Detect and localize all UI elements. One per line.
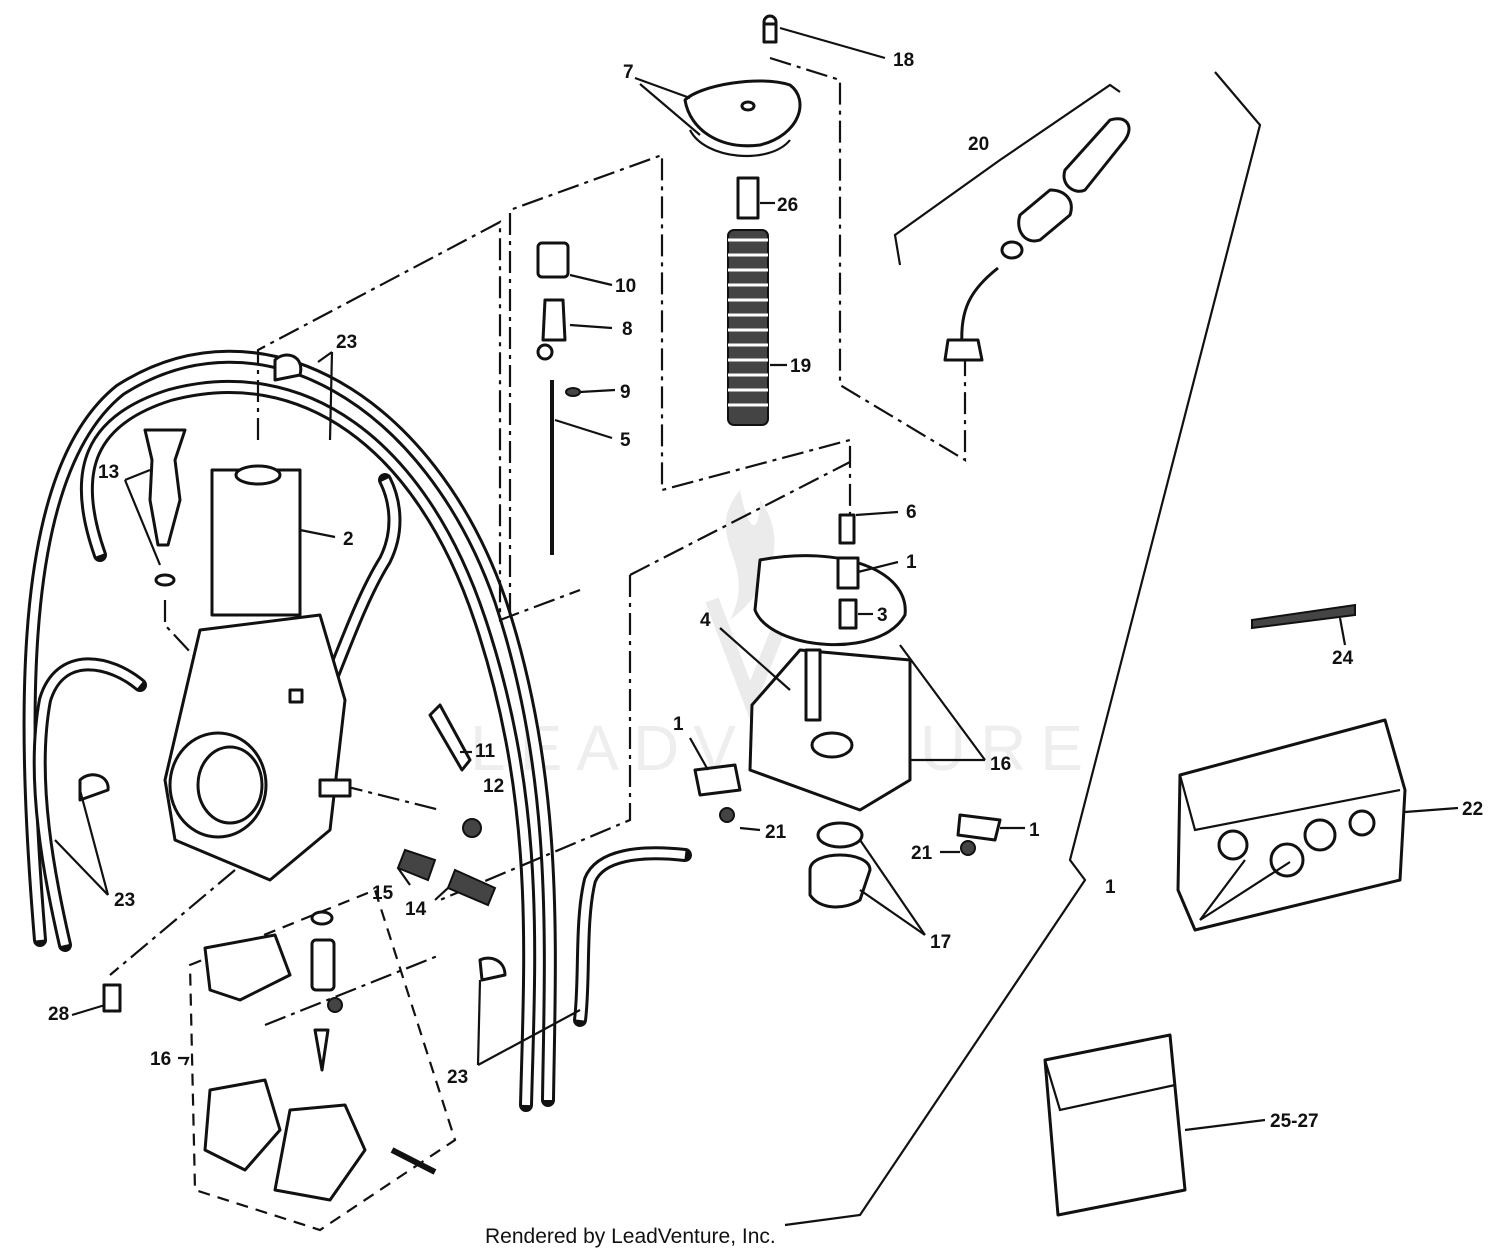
callout-24: 24 xyxy=(1332,648,1354,669)
instruction-packet-22 xyxy=(1176,718,1407,932)
callout-labels: 18 7 20 26 10 8 19 9 5 23 13 2 6 1 3 4 2… xyxy=(48,50,1483,1132)
callout-19: 19 xyxy=(790,356,811,377)
choke-plunger xyxy=(143,428,187,587)
callout-23-bottom: 23 xyxy=(447,1067,468,1088)
callout-11: 11 xyxy=(475,741,496,762)
callout-8: 8 xyxy=(622,319,633,340)
callout-1-main: 1 xyxy=(1105,877,1116,898)
callout-4: 4 xyxy=(700,610,711,631)
callout-10: 10 xyxy=(615,276,636,297)
callout-13: 13 xyxy=(98,462,119,483)
small-parts xyxy=(78,353,507,1013)
throttle-spring xyxy=(727,229,769,426)
callout-9: 9 xyxy=(620,382,631,403)
callout-1-a: 1 xyxy=(906,552,917,573)
callout-1-b: 1 xyxy=(673,714,684,735)
callout-23-left: 23 xyxy=(114,890,135,911)
throttle-cable xyxy=(893,83,1131,362)
callout-21-a: 21 xyxy=(765,822,787,843)
float-assembly xyxy=(203,910,437,1202)
callout-14: 14 xyxy=(405,899,427,920)
callout-21-b: 21 xyxy=(911,843,933,864)
callout-2: 2 xyxy=(343,529,354,550)
callout-28: 28 xyxy=(48,1004,69,1025)
callout-1-c: 1 xyxy=(1029,820,1040,841)
instruction-packet-25-27 xyxy=(1043,1033,1187,1217)
callout-18: 18 xyxy=(893,50,914,71)
callout-20: 20 xyxy=(968,134,989,155)
throttle-cap-assembly xyxy=(536,14,802,555)
callout-23-top: 23 xyxy=(336,332,357,353)
footer-credit: Rendered by LeadVenture, Inc. xyxy=(485,1225,776,1248)
callout-6: 6 xyxy=(906,502,917,523)
assembly-lines xyxy=(109,56,967,1232)
callout-leaders xyxy=(54,26,1459,1132)
carburetor-body xyxy=(163,464,352,882)
callout-22: 22 xyxy=(1462,799,1483,820)
callout-3: 3 xyxy=(877,605,888,626)
callout-25-27: 25-27 xyxy=(1270,1111,1319,1132)
callout-15: 15 xyxy=(372,883,394,904)
tool xyxy=(1251,603,1356,630)
callout-26: 26 xyxy=(777,195,798,216)
callout-16-a: 16 xyxy=(990,754,1011,775)
callout-7: 7 xyxy=(623,62,634,83)
callout-12: 12 xyxy=(483,776,504,797)
callout-17: 17 xyxy=(930,932,951,953)
callout-16-b: 16 xyxy=(150,1049,171,1070)
assembly-bracket-1 xyxy=(784,71,1262,1227)
callout-5: 5 xyxy=(620,430,631,451)
